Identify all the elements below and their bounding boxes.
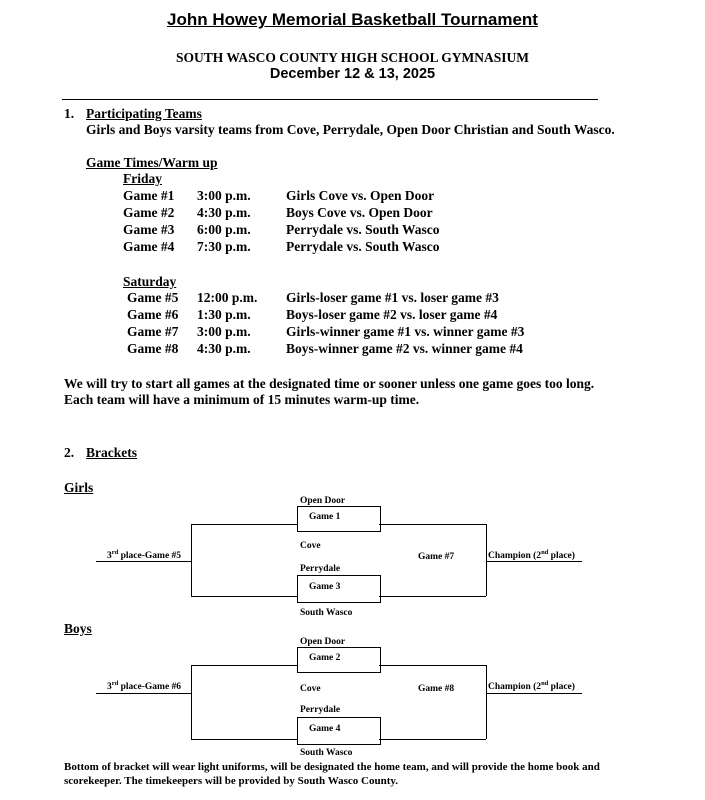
girls-game-1-box	[297, 506, 381, 532]
warmup-note: Each team will have a minimum of 15 minu…	[64, 392, 420, 407]
home-team-note-line1: Bottom of bracket will wear light unifor…	[64, 761, 600, 773]
girls-third-place-line	[96, 561, 191, 562]
boys-left-vertical-line	[191, 665, 192, 739]
section2-number: 2.	[64, 445, 75, 460]
girls-third-place-label: 3rd place-Game #5	[107, 548, 182, 561]
schedule-game: Game #3	[123, 222, 175, 237]
schedule-matchup: Boys-loser game #2 vs. loser game #4	[286, 307, 498, 322]
section1-heading: Participating Teams	[86, 106, 202, 121]
game-times-heading: Game Times/Warm up	[86, 155, 218, 170]
schedule-matchup: Perrydale vs. South Wasco	[286, 222, 440, 237]
home-team-note-line2: scorekeeper. The timekeepers will be pro…	[64, 775, 398, 787]
schedule-matchup: Boys-winner game #2 vs. winner game #4	[286, 341, 523, 356]
tournament-dates: December 12 & 13, 2025	[269, 66, 436, 82]
friday-heading: Friday	[123, 171, 162, 186]
girls-left-lower-line	[191, 596, 297, 597]
boys-right-vertical-line	[486, 665, 487, 739]
schedule-game: Game #5	[127, 290, 179, 305]
boys-left-upper-line	[191, 665, 297, 666]
schedule-game: Game #1	[123, 188, 175, 203]
girls-right-vertical-line	[486, 524, 487, 596]
teams-description: Girls and Boys varsity teams from Cove, …	[86, 122, 615, 137]
schedule-time: 7:30 p.m.	[197, 239, 251, 254]
girls-game-1-label: Game 1	[309, 512, 341, 522]
boys-cove-label: Cove	[300, 684, 321, 694]
section1-number: 1.	[64, 106, 75, 121]
schedule-time: 1:30 p.m.	[197, 307, 251, 322]
boys-game-2-box	[297, 647, 381, 673]
schedule-game: Game #2	[123, 205, 175, 220]
boys-open-door-label: Open Door	[300, 637, 346, 647]
boys-champion-line	[486, 693, 582, 694]
start-time-note: We will try to start all games at the de…	[64, 376, 595, 391]
boys-label: Boys	[64, 621, 92, 636]
page-title: John Howey Memorial Basketball Tournamen…	[167, 10, 538, 29]
venue-heading: SOUTH WASCO COUNTY HIGH SCHOOL GYMNASIUM	[176, 50, 529, 65]
schedule-game: Game #4	[123, 239, 175, 254]
girls-open-door-label: Open Door	[300, 496, 346, 506]
girls-game-3-label: Game 3	[309, 582, 341, 592]
girls-perrydale-label: Perrydale	[300, 564, 341, 574]
header-divider	[62, 99, 598, 100]
schedule-matchup: Boys Cove vs. Open Door	[286, 205, 433, 220]
schedule-time: 3:00 p.m.	[197, 324, 251, 339]
boys-third-place-label: 3rd place-Game #6	[107, 679, 182, 692]
schedule-time: 4:30 p.m.	[197, 205, 251, 220]
schedule-matchup: Girls-winner game #1 vs. winner game #3	[286, 324, 525, 339]
girls-left-upper-line	[191, 524, 297, 525]
girls-right-upper-line	[379, 524, 486, 525]
girls-champion-line	[486, 561, 582, 562]
saturday-heading: Saturday	[123, 274, 177, 289]
schedule-game: Game #7	[127, 324, 179, 339]
girls-final-game-label: Game #7	[418, 552, 455, 562]
boys-champion-label: Champion (2nd place)	[488, 679, 575, 692]
boys-third-place-line	[96, 693, 191, 694]
girls-label: Girls	[64, 480, 94, 495]
schedule-time: 4:30 p.m.	[197, 341, 251, 356]
boys-game-4-label: Game 4	[309, 724, 341, 734]
schedule-time: 6:00 p.m.	[197, 222, 251, 237]
boys-right-upper-line	[379, 665, 486, 666]
schedule-game: Game #6	[127, 307, 179, 322]
schedule-matchup: Girls Cove vs. Open Door	[286, 188, 435, 203]
schedule-time: 12:00 p.m.	[197, 290, 258, 305]
section2-heading: Brackets	[86, 445, 137, 460]
girls-right-lower-line	[379, 596, 486, 597]
schedule-time: 3:00 p.m.	[197, 188, 251, 203]
girls-left-vertical-line	[191, 524, 192, 596]
boys-right-lower-line	[379, 739, 486, 740]
boys-game-4-box	[297, 717, 381, 745]
girls-cove-label: Cove	[300, 541, 321, 551]
schedule-game: Game #8	[127, 341, 179, 356]
schedule-matchup: Girls-loser game #1 vs. loser game #3	[286, 290, 499, 305]
boys-perrydale-label: Perrydale	[300, 705, 341, 715]
boys-game-2-label: Game 2	[309, 653, 341, 663]
girls-champion-label: Champion (2nd place)	[488, 548, 575, 561]
boys-final-game-label: Game #8	[418, 684, 455, 694]
girls-south-wasco-label: South Wasco	[300, 608, 353, 618]
schedule-matchup: Perrydale vs. South Wasco	[286, 239, 440, 254]
boys-left-lower-line	[191, 739, 297, 740]
boys-south-wasco-label: South Wasco	[300, 748, 353, 758]
girls-game-3-box	[297, 575, 381, 603]
